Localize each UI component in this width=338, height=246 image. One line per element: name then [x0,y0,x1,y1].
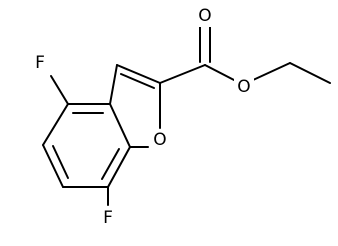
bond-c7a-c3a [109,103,131,148]
ester-oxygen-label: O [237,77,250,97]
bond-c7-c7a-inner [101,148,120,180]
ring-oxygen-label: O [153,130,166,150]
label-mask [31,52,49,74]
bond-c4-c5 [42,103,69,146]
label-mask [195,5,215,27]
fluorine-bottom-label: F [103,208,113,228]
carbonyl-oxygen-label: O [198,6,211,26]
bond-c5-c6 [42,144,64,188]
bond-c3-c2 [116,64,161,84]
label-mask [234,76,254,98]
bond-ester-o-ch2 [252,62,291,81]
bond-c3a-c3 [109,64,118,105]
fluorine-top-label: F [35,53,45,73]
bond-c5-c6-inner [52,145,69,179]
bond-c2-carbonyl [159,64,206,84]
bond-carbonyl-ester-o [204,64,235,81]
label-mask [99,207,117,229]
label-mask [150,129,170,151]
bond-ch2-ch3 [289,62,331,84]
bond-c7-c7a [107,146,131,188]
bond-c4-f [50,75,69,105]
bond-c3-c2-inner [120,73,155,89]
